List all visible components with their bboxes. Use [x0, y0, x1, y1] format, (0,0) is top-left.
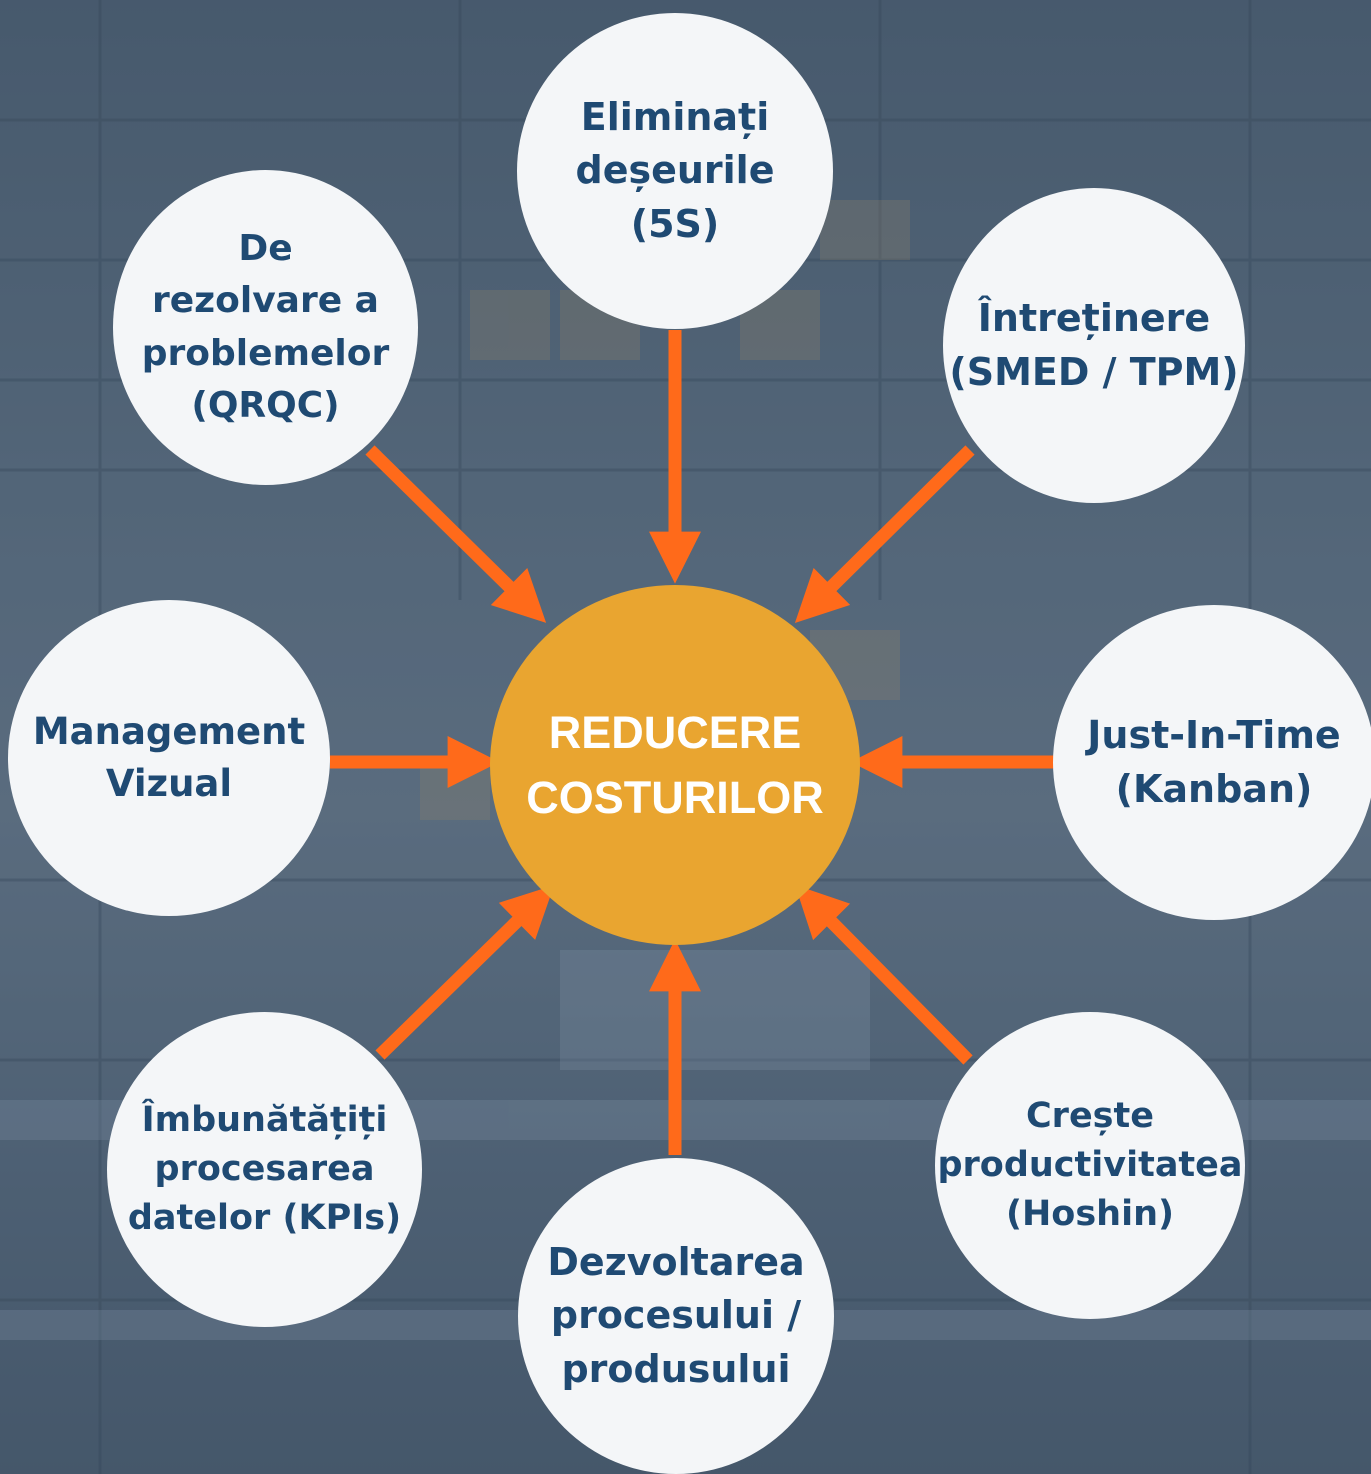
arrow-from-productivity	[795, 884, 973, 1065]
arrow-from-problem-solving	[365, 445, 547, 623]
node-data-processing: Îmbunătățiți procesarea datelor (KPIs)	[107, 1012, 422, 1327]
node-data-processing-label: Îmbunătățiți procesarea datelor (KPIs)	[127, 1100, 402, 1238]
node-waste-label: Eliminați deșeurile (5S)	[575, 95, 775, 246]
node-maintenance-label: Întreținere (SMED / TPM)	[949, 296, 1239, 394]
node-productivity-label: Crește productivitatea (Hoshin)	[937, 1096, 1243, 1234]
arrow-from-maintenance	[794, 445, 975, 623]
node-problem-solving: De rezolvare a problemelor (QRQC)	[113, 170, 418, 485]
arrow-from-data-processing	[375, 885, 555, 1060]
node-just-in-time: Just-In-Time (Kanban)	[1053, 605, 1371, 920]
center-label: REDUCERE COSTURILOR	[526, 706, 824, 823]
node-waste: Eliminați deșeurile (5S)	[517, 13, 833, 329]
node-problem-solving-label: De rezolvare a problemelor (QRQC)	[141, 228, 390, 426]
node-productivity: Crește productivitatea (Hoshin)	[935, 1012, 1245, 1319]
node-maintenance: Întreținere (SMED / TPM)	[943, 188, 1245, 503]
node-visual-management: Management Vizual	[8, 600, 330, 916]
node-just-in-time-label: Just-In-Time (Kanban)	[1087, 713, 1341, 811]
node-development-label: Dezvoltarea procesului / produsului	[547, 1240, 805, 1391]
node-visual-management-label: Management Vizual	[32, 710, 306, 805]
node-development: Dezvoltarea procesului / produsului	[518, 1158, 834, 1474]
center-circle: REDUCERE COSTURILOR	[490, 585, 860, 945]
